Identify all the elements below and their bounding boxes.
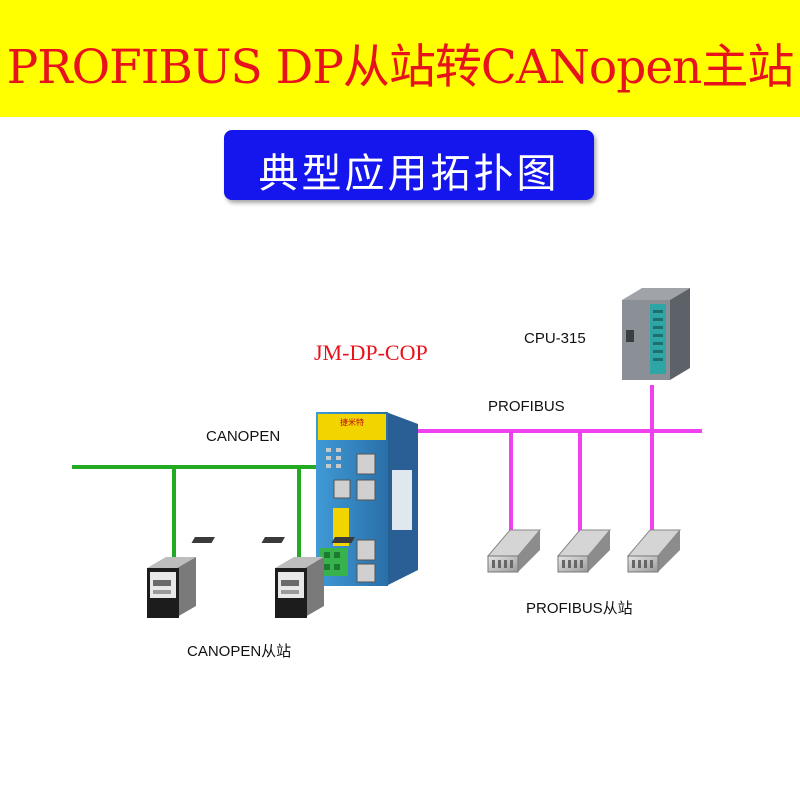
- subtitle: 典型应用拓扑图: [258, 151, 560, 197]
- profibus-slave-2: [261, 529, 612, 573]
- canopen-bus: [72, 465, 320, 558]
- gateway-device-icon: 捷米特: [316, 412, 418, 586]
- title-banner: PROFIBUS DP从站转CANopen主站: [0, 0, 800, 117]
- plc-label: CPU-315: [524, 330, 586, 347]
- gateway-brand: 捷米特: [340, 417, 364, 427]
- canopen-slaves-label: CANOPEN从站: [187, 643, 292, 660]
- profibus-bus: [418, 385, 702, 535]
- canopen-bus-label: CANOPEN: [206, 428, 281, 445]
- canopen-slave-2: [275, 557, 324, 618]
- profibus-slave-1: [191, 529, 542, 573]
- profibus-bus-label: PROFIBUS: [488, 398, 565, 415]
- gateway-model-label: JM-DP-COP: [314, 340, 428, 365]
- plc-cpu-icon: [622, 288, 690, 380]
- canopen-slave-1: [147, 557, 196, 618]
- page-title: PROFIBUS DP从站转CANopen主站: [6, 40, 795, 95]
- subtitle-box: 典型应用拓扑图: [224, 130, 594, 200]
- profibus-slave-3: [331, 529, 682, 573]
- profibus-slaves-label: PROFIBUS从站: [526, 600, 633, 617]
